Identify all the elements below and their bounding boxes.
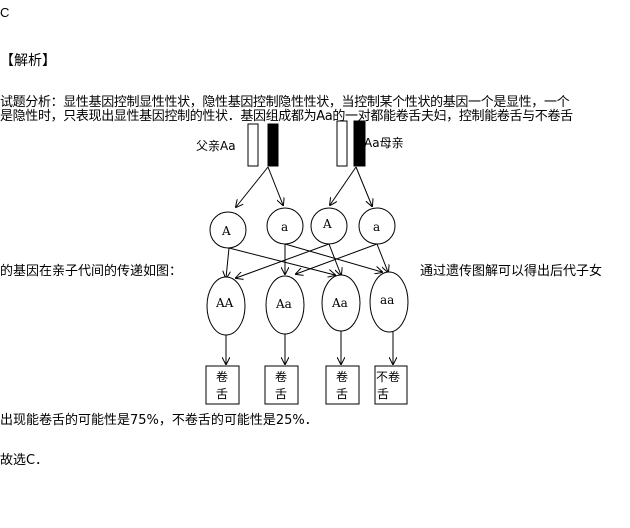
gamete-circle-1 <box>209 211 247 249</box>
arrow-father-to-gamete-A <box>236 166 269 207</box>
gamete-label-3: A <box>322 217 332 231</box>
arrow-gamete4-to-Aa1 <box>296 243 378 274</box>
offspring-ellipse-aa <box>369 271 409 333</box>
father-chromosome-A <box>247 123 259 167</box>
arrow-gamete3-to-AA <box>236 243 330 278</box>
phenotype-2-line-1: 卷 <box>275 369 287 384</box>
answer-letter: C <box>0 5 10 20</box>
phenotype-box-2 <box>264 365 299 405</box>
phenotype-4-line-1: 不卷 <box>376 369 400 384</box>
gamete-label-4: a <box>373 220 380 234</box>
arrow-gamete2-to-aa <box>284 243 382 272</box>
offspring-genotype-3: Aa <box>331 296 348 310</box>
offspring-genotype-4: aa <box>380 293 394 307</box>
conclusion-line: 出现能卷舌的可能性是75%，不卷舌的可能性是25%． <box>0 413 318 428</box>
section-title: 【解析】 <box>0 53 56 69</box>
arrow-gamete4-to-aa <box>376 243 388 272</box>
phenotype-3-line-1: 卷 <box>336 369 348 384</box>
arrow-mother-to-gamete-A <box>330 166 357 205</box>
phenotype-3-line-2: 舌 <box>336 387 348 401</box>
gamete-label-2: a <box>281 220 288 234</box>
analysis-paragraph-line-2: 是隐性时，只表现出显性基因控制的性状．基因组成都为Aa的一对都能卷舌夫妇，控制能… <box>0 109 573 124</box>
phenotype-1-line-2: 舌 <box>216 387 228 401</box>
offspring-genotype-2: Aa <box>275 297 292 311</box>
phenotype-box-1 <box>205 365 240 405</box>
offspring-genotype-1: AA <box>215 296 234 310</box>
analysis-paragraph-line-1: 试题分析：显性基因控制显性性状，隐性基因控制隐性性状，当控制某个性状的基因一个是… <box>0 95 570 110</box>
analysis-paragraph-line-3-right: 通过遗传图解可以得出后代子女 <box>420 264 603 279</box>
analysis-paragraph-line-3-left: 的基因在亲子代间的传递如图： <box>0 264 183 279</box>
gamete-label-1: A <box>221 224 231 238</box>
mother-chromosome-A <box>336 120 348 167</box>
phenotype-box-3 <box>325 365 360 405</box>
father-chromosome-a <box>267 123 279 167</box>
final-answer-line: 故选C． <box>0 453 49 468</box>
arrow-gamete1-to-AA <box>226 247 229 278</box>
mother-label: Aa母亲 <box>364 136 404 150</box>
phenotype-1-line-1: 卷 <box>216 369 228 384</box>
mother-chromosome-a <box>353 120 366 167</box>
phenotype-box-4 <box>374 365 408 405</box>
phenotype-4-line-2: 舌 <box>377 387 389 401</box>
arrow-father-to-gamete-a <box>267 166 283 205</box>
phenotype-2-line-2: 舌 <box>275 387 287 401</box>
father-label: 父亲Aa <box>196 139 236 153</box>
arrow-mother-to-gamete-a <box>355 166 372 206</box>
